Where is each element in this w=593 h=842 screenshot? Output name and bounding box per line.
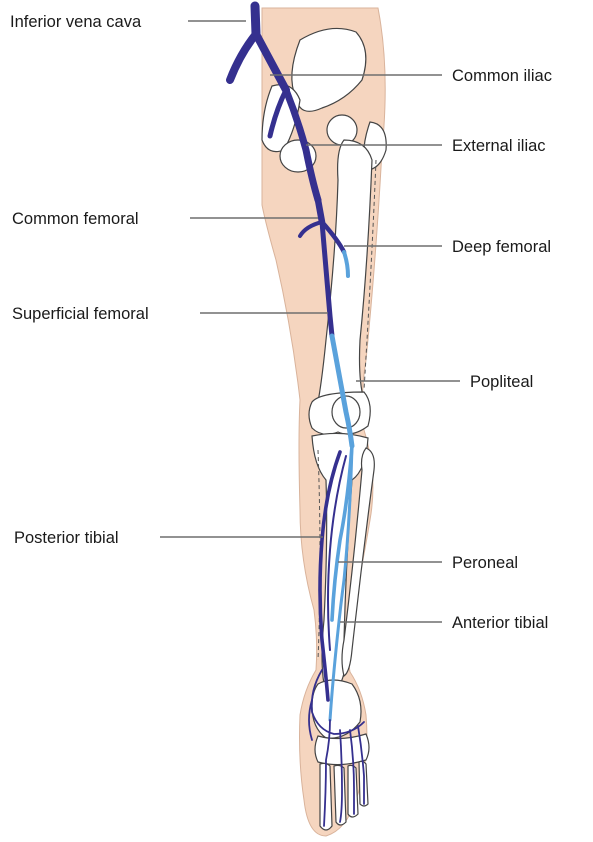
label-posterior-tibial: Posterior tibial	[14, 529, 119, 547]
toe-bones	[320, 761, 368, 830]
label-common-femoral: Common femoral	[12, 210, 139, 228]
label-anterior-tibial: Anterior tibial	[452, 614, 548, 632]
label-inferior-vena-cava: Inferior vena cava	[10, 13, 142, 31]
label-popliteal: Popliteal	[470, 373, 533, 391]
vein-common-femoral	[318, 200, 322, 222]
label-superficial-femoral: Superficial femoral	[12, 305, 149, 323]
label-common-iliac: Common iliac	[452, 67, 552, 85]
vein-left-common-iliac	[230, 34, 256, 80]
label-peroneal: Peroneal	[452, 554, 518, 572]
vein-inferior-vena-cava	[255, 6, 256, 34]
label-external-iliac: External iliac	[452, 137, 546, 155]
label-deep-femoral: Deep femoral	[452, 238, 551, 256]
